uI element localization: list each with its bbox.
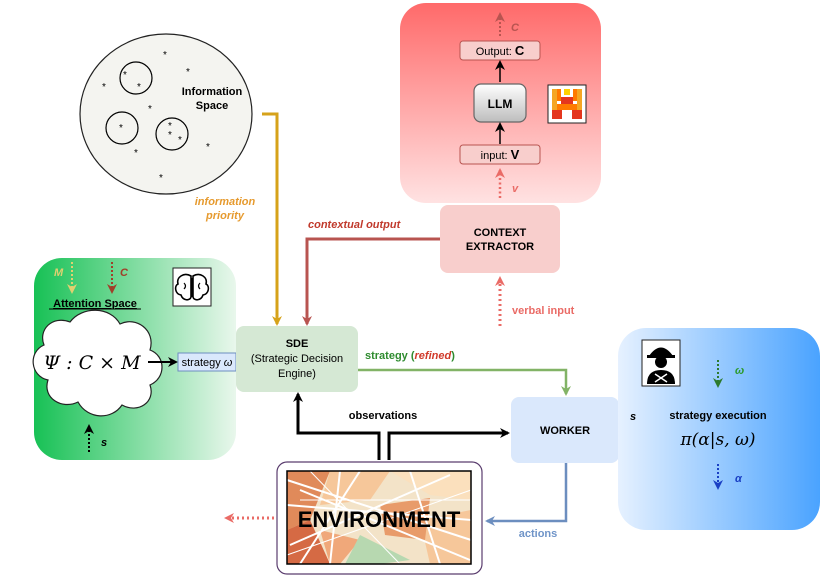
attention-space-title: Attention Space <box>53 298 137 310</box>
environment-label: ENVIRONMENT <box>298 507 461 532</box>
psi-formula: Ψ : C × M <box>43 352 141 374</box>
information-space-title-2: Space <box>196 100 228 112</box>
llm-label: LLM <box>488 97 513 111</box>
info-star: * <box>123 70 127 81</box>
strategy-refined-arrow <box>358 368 571 396</box>
alpha-label: α <box>735 473 743 485</box>
input-v-box <box>459 144 541 165</box>
v-label: v <box>512 183 519 195</box>
observations-arrow-to-worker <box>387 428 510 460</box>
strategy-execution-title: strategy execution <box>669 410 766 422</box>
info-star: * <box>159 173 163 184</box>
info-star: * <box>134 148 138 159</box>
worker-box <box>511 397 619 463</box>
actions-label: actions <box>519 528 558 540</box>
info-star: * <box>206 142 210 153</box>
info-star: * <box>119 123 123 134</box>
attention-cloud <box>32 309 163 417</box>
city-map-image <box>286 470 472 565</box>
information-priority-arrow <box>262 112 282 326</box>
execution-panel: ω s strategy execution π(α|s, ω) α <box>618 328 820 530</box>
information-points: * * * * * * * * * * * * * <box>102 50 210 184</box>
sde-title: SDE <box>286 338 309 350</box>
information-space-title: Information <box>182 86 243 98</box>
sde-box <box>236 326 358 392</box>
information-priority-label: information <box>195 196 256 208</box>
m-label: M <box>54 267 64 279</box>
info-star: * <box>168 121 172 132</box>
environment-panel: ENVIRONMENT <box>276 461 483 575</box>
input-v-text: input: V <box>481 147 520 162</box>
context-extractor-title: CONTEXT <box>474 227 527 239</box>
info-star: * <box>186 67 190 78</box>
verbal-input-label: verbal input <box>512 305 575 317</box>
info-star: * <box>137 82 141 93</box>
sde-subtitle: (Strategic Decision <box>251 353 343 365</box>
actions-arrow <box>485 463 568 526</box>
policy-formula: π(α|s, ω) <box>679 430 755 450</box>
attention-panel: M C Attention Space Ψ : C × M strategy ω… <box>32 258 237 460</box>
information-priority-label-2: priority <box>205 210 245 222</box>
worker-icon <box>641 339 681 387</box>
info-star: * <box>168 130 172 141</box>
s-label-execution: s <box>630 411 636 423</box>
output-c-text: Output: C <box>476 43 525 58</box>
context-extractor-box <box>440 205 560 273</box>
c-label: C <box>120 267 129 279</box>
output-c-label: C <box>511 22 520 34</box>
info-star: * <box>102 82 106 93</box>
llm-logo-icon <box>547 84 587 124</box>
observations-arrow-to-sde <box>293 392 381 460</box>
strategy-refined-label: strategy (refined) <box>365 350 455 362</box>
info-star: * <box>163 50 167 61</box>
contextual-output-label: contextual output <box>308 219 402 231</box>
info-star: * <box>178 135 182 146</box>
info-star: * <box>148 104 152 115</box>
observations-label: observations <box>349 410 417 422</box>
s-label-attention: s <box>101 437 107 449</box>
strategy-omega-label: strategy ω <box>182 357 233 369</box>
omega-label: ω <box>735 365 744 377</box>
sde-subtitle-2: Engine) <box>278 368 316 380</box>
brain-icon <box>172 267 212 307</box>
context-extractor-title-2: EXTRACTOR <box>466 241 534 253</box>
contextual-output-arrow <box>302 237 440 326</box>
llm-panel: C Output: C LLM input: V v <box>400 3 601 203</box>
information-space: * * * * * * * * * * * * * Information Sp… <box>79 33 253 195</box>
worker-label: WORKER <box>540 425 590 437</box>
